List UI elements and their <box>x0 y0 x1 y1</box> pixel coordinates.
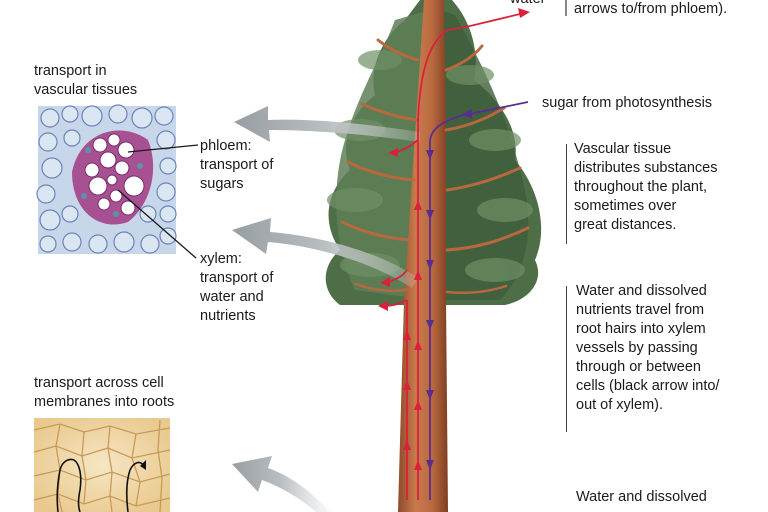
phloem-arrowheads <box>426 109 472 470</box>
leader-lines <box>117 144 199 259</box>
label-sugar: sugar from photosynthesis <box>542 95 713 111</box>
label-roots-heading: transport across cell membranes into roo… <box>34 375 175 410</box>
tree-foliage <box>325 0 542 305</box>
xylem-arrowheads <box>378 8 530 470</box>
grey-arrow-roots <box>232 456 330 512</box>
vascular-bracket <box>566 144 567 244</box>
label-top-note: arrows to/from phloem). <box>574 1 728 17</box>
grey-arrow-xylem <box>232 218 418 288</box>
label-water-top: water <box>510 0 545 9</box>
label-bottom-text: Water and dissolved <box>576 489 707 505</box>
grey-arrow-phloem <box>234 106 420 142</box>
label-water-text: Water and dissolved nutrients travel fro… <box>576 283 720 413</box>
water-bracket <box>566 286 567 432</box>
vascular-cross-section-image <box>36 104 177 254</box>
label-vascular-heading: transport in vascular tissues <box>34 63 138 98</box>
label-phloem: phloem: transport of sugars <box>200 138 274 192</box>
label-xylem: xylem: transport of water and nutrients <box>200 251 274 324</box>
grey-transport-arrows <box>232 106 420 512</box>
root-cells-image <box>33 418 171 512</box>
label-vascular-text: Vascular tissue distributes substances t… <box>574 141 718 233</box>
tree-branches <box>340 38 530 294</box>
